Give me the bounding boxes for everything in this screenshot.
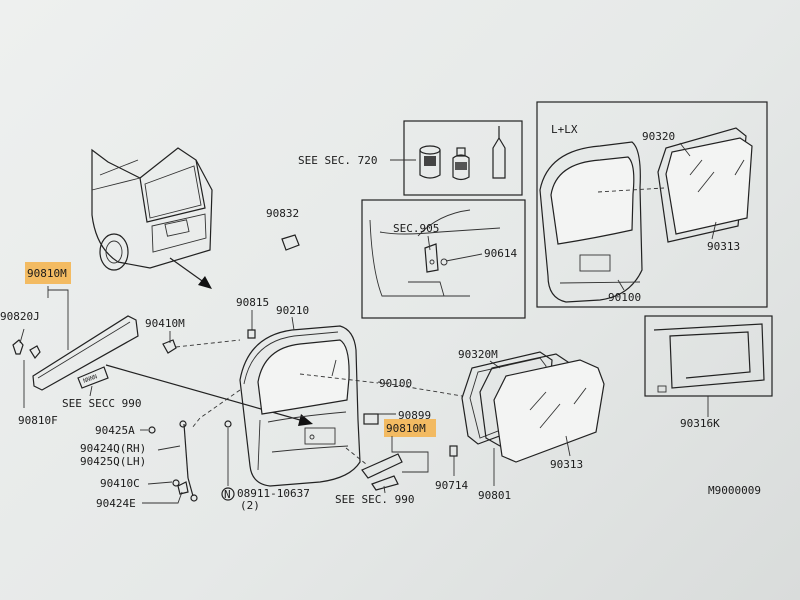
n-symbol: N: [221, 487, 235, 501]
hinge-90410m-icon: [162, 339, 177, 354]
part-90100-top-label: 90100: [608, 291, 641, 304]
bolt-90425a-icon: [148, 426, 156, 434]
part-90410m-label: 90410M: [145, 317, 185, 330]
part-90810f-label: 90810F: [18, 414, 58, 427]
clip-90899-icon: [363, 413, 379, 425]
part-90810m-left-highlight: [25, 262, 71, 284]
part-90425a-label: 90425A: [95, 424, 135, 437]
bolt-n-label: N: [224, 488, 231, 501]
svg-text:NNNN: NNNN: [82, 373, 98, 385]
adhesive-can-icon: [419, 145, 441, 179]
see-sec-720-label: SEE SEC. 720: [298, 154, 377, 167]
part-90820j-label: 90820J: [0, 310, 40, 323]
arrow-to-hatch: [169, 257, 212, 289]
part-90320m-label: 90320M: [458, 348, 498, 361]
garnish-strip-90810: [32, 315, 139, 391]
part-90815-label: 90815: [236, 296, 269, 309]
part-90424q-label: 90424Q(RH): [80, 442, 146, 455]
part-90320-label: 90320: [642, 130, 675, 143]
clip-90410c-icon: [172, 479, 180, 487]
part-90714-label: 90714: [435, 479, 468, 492]
part-90410c-label: 90410C: [100, 477, 140, 490]
part-90316k-label: 90316K: [680, 417, 720, 430]
back-door-glass-90313: [493, 359, 605, 463]
part-90614-label: 90614: [484, 247, 517, 260]
l-lx-variant-box: [536, 101, 768, 308]
clip-90832-icon: [281, 234, 300, 251]
part-90810m-right-highlight: [384, 419, 436, 437]
part-90832-label: 90832: [266, 207, 299, 220]
seal-kit-90316k-box: [644, 315, 773, 397]
sec-905-box: [361, 199, 526, 319]
part-90424e-label: 90424E: [96, 497, 136, 510]
see-sec-720-box: [403, 120, 523, 196]
gas-stay-strut: [179, 420, 198, 502]
primer-bottle-icon: [452, 147, 470, 181]
sec-905-label: SEC.905: [393, 222, 439, 235]
clip-90820j-icon: [12, 339, 41, 360]
see-sec-990-label: SEE SEC. 990: [335, 493, 414, 506]
part-08911-qty-label: (2): [240, 499, 260, 512]
part-90810m-left-label: 90810M: [27, 267, 67, 280]
part-90899-label: 90899: [398, 409, 431, 422]
bracket-90424e-icon: [177, 481, 189, 495]
spacer-90714-icon: [449, 445, 458, 457]
part-90425q-label: 90425Q(LH): [80, 455, 146, 468]
part-90100-mid-label: 90100: [379, 377, 412, 390]
sealant-tube-icon: [492, 126, 506, 179]
part-90810m-right-label: 90810M: [386, 422, 426, 435]
part-90313-top-label: 90313: [707, 240, 740, 253]
part-90313-bottom-label: 90313: [550, 458, 583, 471]
part-90210-label: 90210: [276, 304, 309, 317]
back-door-panel-90210: [239, 325, 361, 487]
emblem-badge-left: NNNN: [77, 366, 109, 389]
figure-code-label: M9000009: [708, 484, 761, 497]
bolt-08911-icon: [224, 420, 232, 486]
bumper-90815-icon: [247, 329, 256, 339]
vehicle-rear-illustration: [91, 147, 213, 271]
l-lx-label: L+LX: [551, 123, 578, 136]
part-90801-label: 90801: [478, 489, 511, 502]
part-08911-10637-label: 08911-10637: [237, 487, 310, 500]
emblem-badge-right: [361, 453, 403, 491]
see-secc-990-label: SEE SECC 990: [62, 397, 141, 410]
